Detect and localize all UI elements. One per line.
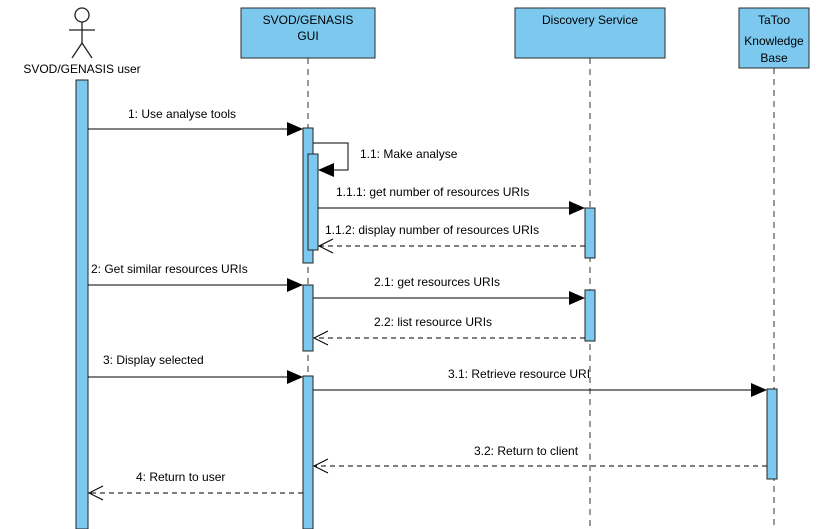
message-3-2-label: 3.2: Return to client	[474, 444, 579, 458]
participant-tatoo[interactable]: TaToo Knowledge Base	[738, 7, 810, 69]
message-3-2[interactable]: 3.2: Return to client	[312, 444, 767, 474]
message-2[interactable]: 2: Get similar resources URIs	[88, 262, 303, 292]
message-1-label: 1: Use analyse tools	[128, 107, 236, 121]
message-3-label: 3: Display selected	[103, 353, 204, 367]
message-3-1-label: 3.1: Retrieve resource URI	[448, 367, 590, 381]
message-1-1-1[interactable]: 1.1.1: get number of resources URIs	[318, 185, 585, 215]
message-3[interactable]: 3: Display selected	[88, 353, 303, 384]
activation-user	[75, 79, 89, 529]
message-1-1-label: 1.1: Make analyse	[360, 147, 458, 161]
message-2-2-label: 2.2: list resource URIs	[374, 315, 492, 329]
participant-discovery[interactable]: Discovery Service	[514, 7, 666, 59]
actor-label: SVOD/GENASIS user	[23, 62, 140, 76]
actor-icon	[69, 7, 95, 59]
message-2-1[interactable]: 2.1: get resources URIs	[313, 275, 585, 305]
message-1-1-2[interactable]: 1.1.2: display number of resources URIs	[317, 223, 585, 254]
activation-tatoo	[766, 388, 778, 480]
participant-tatoo-line1: TaToo	[758, 13, 790, 27]
message-4-label: 4: Return to user	[136, 470, 225, 484]
message-1[interactable]: 1: Use analyse tools	[88, 107, 303, 136]
message-1-1[interactable]: 1.1: Make analyse	[313, 142, 458, 177]
participant-discovery-line1: Discovery Service	[542, 13, 638, 27]
activation-gui-1-1	[307, 153, 319, 251]
participant-tatoo-line2: Knowledge	[744, 34, 804, 48]
participant-gui[interactable]: SVOD/GENASIS GUI	[240, 7, 376, 59]
message-2-1-label: 2.1: get resources URIs	[374, 275, 500, 289]
activation-discovery-1	[584, 207, 596, 259]
participant-gui-line2: GUI	[297, 29, 318, 43]
message-4[interactable]: 4: Return to user	[87, 470, 303, 501]
activation-gui-2	[302, 284, 314, 352]
message-2-2[interactable]: 2.2: list resource URIs	[312, 315, 585, 346]
message-3-1[interactable]: 3.1: Retrieve resource URI	[313, 367, 767, 397]
participant-gui-line1: SVOD/GENASIS	[263, 13, 354, 27]
activation-gui-3	[302, 375, 314, 529]
message-2-label: 2: Get similar resources URIs	[91, 262, 248, 276]
message-1-1-2-label: 1.1.2: display number of resources URIs	[325, 223, 539, 237]
participant-tatoo-line3: Base	[760, 51, 788, 65]
activation-discovery-2	[584, 289, 596, 342]
message-1-1-1-label: 1.1.1: get number of resources URIs	[336, 185, 529, 199]
